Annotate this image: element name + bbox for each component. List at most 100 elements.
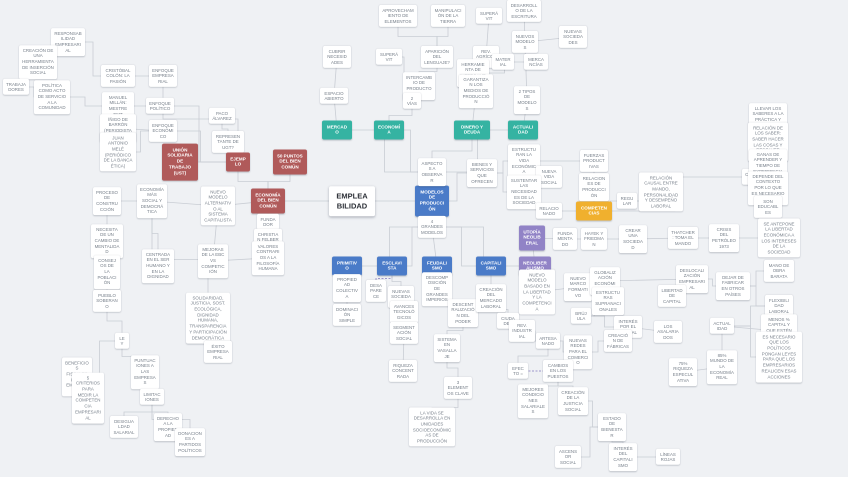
node-cristobal-colon[interactable]: Cristóbal Colón: la pasión (101, 64, 135, 88)
node-dinero-deuda[interactable]: Dinero y deuda (454, 120, 490, 140)
node-enfoque-politico[interactable]: Enfoque político (146, 97, 174, 115)
node-tres-elementos[interactable]: 3 elementos clave (444, 376, 472, 400)
node-espacio-abierto[interactable]: Espacio abierto (320, 87, 348, 105)
node-segmentacion-social[interactable]: Segmentación social (390, 321, 418, 345)
node-garantias-medios[interactable]: Garantizan los medios de producción (459, 74, 493, 108)
node-regular[interactable]: Regular (617, 192, 637, 210)
node-desarrollo-escritura[interactable]: Desarrollo de la escritura (507, 0, 541, 23)
node-pueblo-soberano[interactable]: Pueblo soberano (93, 289, 121, 313)
node-nueva-vida-social[interactable]: Nueva vida social (536, 165, 562, 189)
node-hayek-friedman[interactable]: Hayek y Friedman (581, 227, 607, 251)
node-ejemplo[interactable]: Ejemplo (226, 152, 250, 172)
node-relacion-causal[interactable]: Relación causal entre mando, personalida… (639, 172, 683, 212)
node-donaciones-partidos[interactable]: Donaciones a partidos políticos (175, 428, 205, 456)
node-estructuras-supranacionales[interactable]: Estructuras supranacionales (592, 287, 624, 315)
node-avances-tecnologicos[interactable]: Avances tecnológicos (390, 300, 418, 324)
node-ascensor-social[interactable]: Ascensor social (555, 445, 581, 469)
node-lineas-rojas[interactable]: Líneas rojas (656, 448, 680, 466)
node-fuerzas-productivas[interactable]: Fuerzas productivas (580, 149, 608, 173)
node-cubrir-necesidades[interactable]: Cubrir necesidades (323, 45, 351, 69)
node-manipulacion-tierra[interactable]: Manipulación de la tierra (431, 4, 465, 28)
node-superavit-2[interactable]: Superávit (376, 48, 402, 66)
node-valores-contrarios[interactable]: Valores contrarios a la filosofía humana (252, 241, 284, 275)
node-descomposicion-imperios[interactable]: Descomposición de grandes imperios (422, 272, 452, 306)
node-riqueza-especulativa[interactable]: 75% riqueza especulativa (669, 358, 697, 386)
node-superavit-top[interactable]: Superávit (476, 7, 502, 25)
node-mejores-condiciones[interactable]: Mejores condiciones salariales (518, 384, 548, 418)
node-juan-antonio-mele[interactable]: Juan Antonio Melé (periódico de la banca… (100, 132, 136, 172)
node-nuevo-marco-formativo[interactable]: Nuevo marco formativo (564, 273, 592, 301)
node-sistema-vasallaje[interactable]: Sistema en vasallaje (434, 334, 460, 362)
node-mano-obra-barata[interactable]: Mano de obra barata (764, 259, 794, 283)
node-trabajadores[interactable]: Trabajadores (3, 78, 29, 96)
node-relacionado[interactable]: Relacionado (536, 202, 562, 220)
node-creacion-mercado-laboral[interactable]: Creación del mercado laboral (476, 284, 506, 312)
node-material[interactable]: Material (492, 53, 514, 71)
node-dos-vias[interactable]: 2 vías (403, 92, 421, 110)
node-libertad-capital[interactable]: Libertad de capital (658, 284, 686, 308)
node-bienes-servicios[interactable]: Bienes y servicios que ofrecen (467, 159, 497, 187)
node-limitaciones[interactable]: Limitaciones (140, 388, 164, 406)
node-creacion-justicia[interactable]: Creación de la justicia social (558, 387, 588, 415)
node-economia[interactable]: Economía (374, 120, 404, 140)
node-dominacion-simple[interactable]: Dominación simple (333, 303, 361, 327)
node-primitivo[interactable]: Primitivo (332, 256, 362, 276)
node-actualidad-2[interactable]: Actualidad (710, 317, 734, 335)
node-son-educables[interactable]: Son educables (754, 195, 782, 219)
node-politica-servicio[interactable]: Política como acto de servicio a la comu… (34, 80, 70, 114)
node-economia-social-democratica[interactable]: Economía más social y democrática (137, 184, 167, 218)
node-nuevo-modelo-libertad[interactable]: Nuevo modelo basado en la libertad y la … (519, 269, 555, 315)
node-riqueza-concentrada[interactable]: Riqueza concentrada (389, 359, 417, 383)
node-desaparece[interactable]: Desaparece (366, 279, 386, 303)
node-empleabilidad[interactable]: EMPLEABILIDAD (329, 186, 375, 216)
node-asalariados[interactable]: Los asalariados (654, 320, 682, 344)
node-aprovechamiento[interactable]: Aprovechamiento de elementos (379, 4, 417, 28)
node-mercado[interactable]: Mercado (322, 120, 352, 140)
node-sustentar-necesidades[interactable]: Sustentar las necesidades de la sociedad (507, 175, 541, 209)
node-cuatro-grandes-modelos[interactable]: 4 grandes modelos (418, 215, 446, 239)
node-exito-empresarial[interactable]: Éxito empresarial (204, 340, 232, 364)
node-esclavista[interactable]: Esclavista (377, 256, 407, 276)
node-relaciones-produccion[interactable]: Relaciones de producción (579, 173, 609, 201)
node-creacion-herramienta[interactable]: Creación de una herramienta de inserción… (19, 45, 57, 79)
node-creacion-fabricas[interactable]: Creación de fábricas (604, 329, 632, 353)
node-crisis-petroleo[interactable]: Crisis del petróleo 1973 (709, 224, 739, 252)
node-enfoque-empresarial[interactable]: Enfoque empresarial (149, 64, 177, 88)
node-puntos-bien-comun[interactable]: 50 puntos del bien común (273, 149, 307, 175)
node-artesanado[interactable]: Artesanado (536, 332, 560, 350)
node-puntuaciones-empresas[interactable]: Puntuaciones a las empresas (131, 355, 159, 389)
node-christian-felber[interactable]: Christian Felber (254, 228, 282, 246)
node-cambios-puestos[interactable]: Cambios en los puestos (543, 359, 573, 383)
node-consejos-poblacion[interactable]: Consejos de la población (94, 255, 120, 289)
node-mercancias[interactable]: Mercancías (524, 53, 548, 71)
node-rev-industrial[interactable]: Rev. industrial (509, 319, 535, 343)
node-nuevas-sociedades[interactable]: Nuevas sociedades (559, 25, 587, 49)
node-nuevas-redes-comercio[interactable]: Nuevas redes para el comercio (564, 335, 592, 369)
node-capitalismo[interactable]: Capitalismo (476, 256, 506, 276)
node-estructuran-vida[interactable]: Estructuran la vida económica (508, 144, 540, 178)
node-nuevos-modelos[interactable]: Nuevos modelos (512, 30, 538, 54)
node-derecho-propiedad[interactable]: Derecho a la propiedad (154, 413, 182, 441)
node-efecto[interactable]: Efecto = (508, 362, 528, 380)
node-ust[interactable]: Unión Solidaria de Trabajo (UST) (162, 143, 198, 181)
node-estado-bienestar[interactable]: Estado de bienestar (598, 413, 626, 441)
node-antepone-libertad[interactable]: Se antepone la libertad económica a los … (758, 218, 800, 258)
node-valores-lista[interactable]: Solidaridad, justicia, sost. ecológica, … (186, 292, 230, 344)
node-brujula[interactable]: Brújula (571, 307, 591, 325)
node-feudalismo[interactable]: Feudalismo (422, 256, 452, 276)
node-economia-bien-comun[interactable]: Economía del bien común (251, 188, 285, 214)
node-necesita-cambio[interactable]: Necesita de un cambio de mentalidad (91, 224, 123, 258)
node-nuevo-modelo-alternativo[interactable]: Nuevo modelo alternativo al sistema capi… (201, 186, 235, 226)
node-criterios-medir[interactable]: 5 criterios para medir la competencia em… (72, 372, 104, 424)
node-mundo-economia-real[interactable]: 85% mundo de la economía real (707, 350, 737, 384)
node-fundador[interactable]: Fundador (257, 213, 279, 231)
node-competencias[interactable]: Competencias (576, 201, 612, 221)
node-centrada-ser-humano[interactable]: Centrada en el ser humano y en la dignid… (142, 249, 174, 283)
node-utopia-neoliberal[interactable]: Utopía neoliberal (519, 225, 545, 251)
node-crear-sociedad[interactable]: Crear una sociedad (619, 225, 647, 253)
node-descentralizacion-poder[interactable]: Descentralización del poder (448, 299, 478, 327)
node-fundamentado[interactable]: Fundamentado (553, 227, 577, 251)
node-aspectos-observar[interactable]: Aspectos a observar (418, 158, 446, 186)
node-proceso-construccion[interactable]: Proceso de construcción (93, 187, 121, 215)
node-aparicion-lenguaje[interactable]: Aparición del lenguaje? (421, 45, 453, 69)
